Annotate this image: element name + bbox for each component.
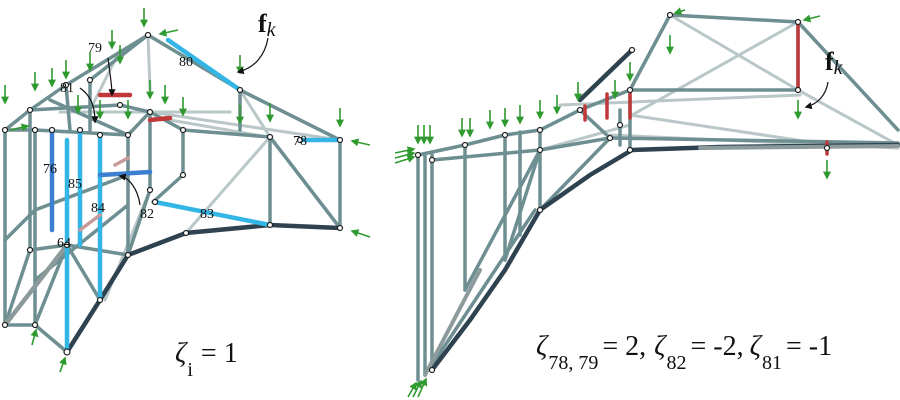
member-label-82: 82 bbox=[140, 207, 154, 222]
member-label-79: 79 bbox=[88, 41, 102, 56]
load-arrow-icon bbox=[1, 8, 371, 373]
member-labels: 79 80 81 78 76 85 84 82 83 64 bbox=[43, 41, 307, 251]
member-label-64: 64 bbox=[57, 236, 71, 251]
force-label-right: fk bbox=[825, 47, 844, 79]
force-label-left: fk bbox=[258, 9, 277, 41]
member-label-78: 78 bbox=[293, 134, 307, 149]
member-label-84: 84 bbox=[91, 201, 105, 216]
member-label-85: 85 bbox=[68, 177, 82, 192]
load-arrow-icon bbox=[394, 7, 831, 398]
member-label-83: 83 bbox=[200, 207, 214, 222]
curved-pointer-arrow-icon bbox=[79, 37, 269, 206]
curved-pointer-arrow-icon bbox=[804, 81, 829, 110]
right-structure: fk ζ78, 79= 2,ζ82= -2,ζ81= -1 bbox=[394, 7, 900, 398]
member-label-80: 80 bbox=[179, 55, 193, 70]
member-label-76: 76 bbox=[43, 162, 57, 177]
caption-left: ζi= 1 bbox=[175, 338, 238, 381]
member-label-81: 81 bbox=[60, 81, 74, 96]
left-structure: 79 80 81 78 76 85 84 82 83 64 fk ζi= 1 bbox=[1, 8, 371, 381]
caption-right: ζ78, 79= 2,ζ82= -2,ζ81= -1 bbox=[536, 331, 832, 374]
